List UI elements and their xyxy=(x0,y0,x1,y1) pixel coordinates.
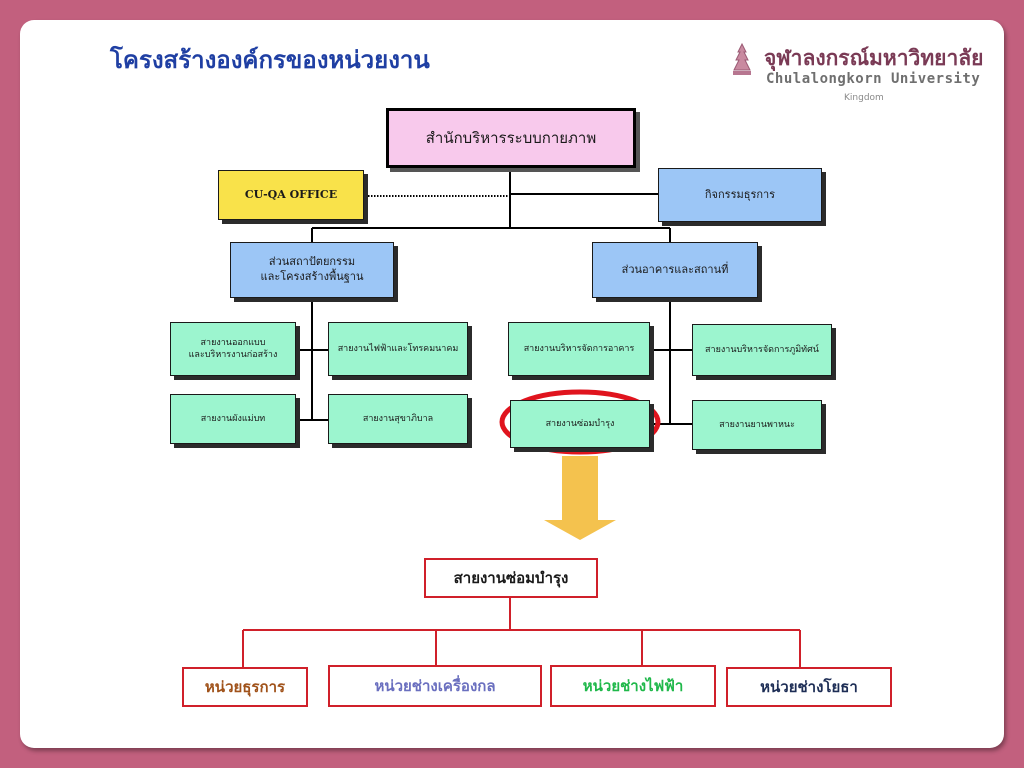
sub-unit-electrical: หน่วยช่างไฟฟ้า xyxy=(550,665,716,707)
logo-subtitle: Kingdom xyxy=(844,93,884,103)
box-division-architecture: ส่วนสถาปัตยกรรม และโครงสร้างพื้นฐาน xyxy=(230,242,394,298)
box-unit-landscape-mgmt: สายงานบริหารจัดการภูมิทัศน์ xyxy=(692,324,832,376)
down-arrow-icon xyxy=(544,456,616,540)
sub-unit-mechanical: หน่วยช่างเครื่องกล xyxy=(328,665,542,707)
highlight-ellipse xyxy=(499,389,661,455)
box-unit-maintenance: สายงานซ่อมบำรุง xyxy=(510,400,650,448)
box-unit-vehicles: สายงานยานพาหนะ xyxy=(692,400,822,450)
unit-design-line1: สายงานออกแบบ xyxy=(200,337,266,348)
detail-head: สายงานซ่อมบำรุง xyxy=(424,558,598,598)
box-unit-electrical-comm: สายงานไฟฟ้าและโทรคมนาคม xyxy=(328,322,468,376)
box-division-buildings: ส่วนอาคารและสถานที่ xyxy=(592,242,758,298)
university-logo: จุฬาลงกรณ์มหาวิทยาลัย Chulalongkorn Univ… xyxy=(724,40,984,112)
university-seal-icon xyxy=(733,42,751,75)
box-qa-office: CU-QA OFFICE xyxy=(218,170,364,220)
division-left-line2: และโครงสร้างพื้นฐาน xyxy=(260,270,364,283)
box-unit-building-mgmt: สายงานบริหารจัดการอาคาร xyxy=(508,322,650,376)
box-top-office: สำนักบริหารระบบกายภาพ xyxy=(386,108,636,168)
logo-thai-name: จุฬาลงกรณ์มหาวิทยาลัย xyxy=(764,46,984,70)
box-unit-sanitary: สายงานสุขาภิบาล xyxy=(328,394,468,444)
unit-design-line2: และบริหารงานก่อสร้าง xyxy=(188,350,278,360)
box-unit-design: สายงานออกแบบ และบริหารงานก่อสร้าง xyxy=(170,322,296,376)
sub-unit-civil: หน่วยช่างโยธา xyxy=(726,667,892,707)
page-title: โครงสร้างองค์กรของหน่วยงาน xyxy=(110,45,430,74)
logo-english-name: Chulalongkorn University xyxy=(766,71,981,87)
box-admin: กิจกรรมธุรการ xyxy=(658,168,822,222)
box-unit-master-plan: สายงานผังแม่บท xyxy=(170,394,296,444)
sub-unit-admin: หน่วยธุรการ xyxy=(182,667,308,707)
division-left-line1: ส่วนสถาปัตยกรรม xyxy=(268,255,356,269)
